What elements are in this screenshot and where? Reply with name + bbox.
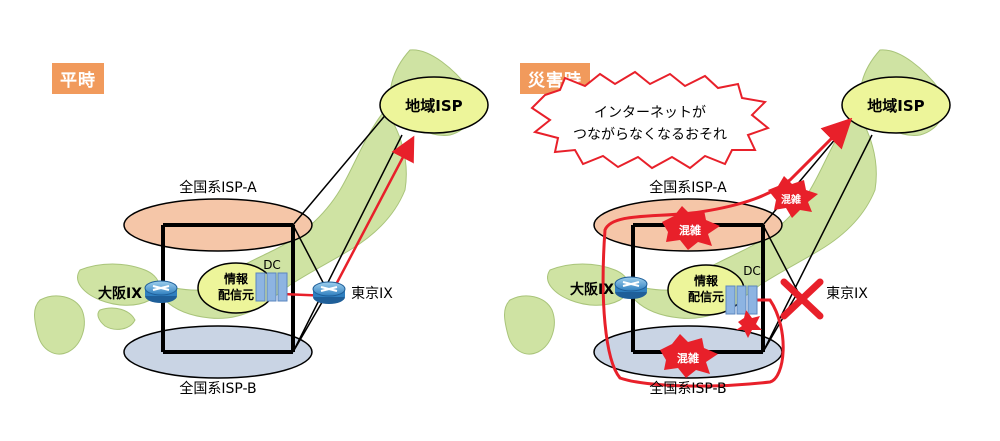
- dc-label: DC: [263, 258, 281, 272]
- warning-line1: インターネットが: [594, 105, 706, 121]
- backbone-links: [161, 223, 295, 354]
- congestion-label-isp-b: 混雑: [677, 351, 699, 365]
- tokyo-ix-router-icon: [312, 281, 346, 305]
- isp-a-label-right: 全国系ISP-A: [649, 179, 727, 196]
- right-panel: 地域ISP インターネットが つながらなくなるおそれ 情報 配信元 DC 大阪I…: [504, 49, 951, 397]
- isp-b-label-right: 全国系ISP-B: [649, 380, 726, 397]
- osaka-ix-router-icon-right: [614, 276, 648, 300]
- warning-burst: [530, 70, 771, 170]
- tokyo-ix-label-right: 東京IX: [826, 286, 868, 302]
- isp-a-label: 全国系ISP-A: [179, 179, 257, 196]
- normal-time-badge: 平時: [52, 63, 104, 94]
- content-source-line2-right: 配信元: [688, 289, 724, 304]
- content-source-line2: 配信元: [218, 287, 254, 302]
- osaka-ix-label-right: 大阪IX: [570, 281, 614, 298]
- osaka-ix-label: 大阪IX: [98, 285, 142, 302]
- regional-isp-bubble: [379, 76, 489, 134]
- content-source-line1-right: 情報: [694, 273, 719, 288]
- tokyo-ix-failure-icon: [780, 278, 824, 320]
- tokyo-ix-label: 東京IX: [351, 286, 393, 302]
- detour-route: [601, 117, 853, 388]
- peering-links: [162, 111, 403, 353]
- regional-isp-bubble-right: [841, 76, 951, 134]
- peering-links-right: [762, 111, 873, 353]
- congestion-label-top: 混雑: [781, 193, 801, 206]
- warning-line2: つながらなくなるおそれ: [573, 127, 727, 143]
- congestion-spark-dc: [736, 310, 762, 338]
- regional-isp-label: 地域ISP: [405, 97, 462, 115]
- congestion-burst-isp-b: 混雑: [660, 334, 718, 378]
- congestion-burst-top: 混雑: [768, 176, 818, 218]
- isp-b-label: 全国系ISP-B: [179, 380, 256, 397]
- left-panel: 地域ISP 情報 配信元 DC 大阪IX 東京IX 全国系ISP-A 全国系IS…: [34, 49, 489, 397]
- congestion-label-isp-a: 混雑: [679, 223, 701, 237]
- content-source-line1: 情報: [224, 271, 249, 286]
- regional-isp-label-right: 地域ISP: [867, 97, 924, 115]
- congestion-burst-isp-a: 混雑: [662, 206, 720, 250]
- dc-server-icon: [255, 272, 288, 302]
- osaka-ix-router-icon: [144, 280, 178, 304]
- dc-server-icon-right: [725, 285, 758, 315]
- dc-label-right: DC: [743, 264, 761, 278]
